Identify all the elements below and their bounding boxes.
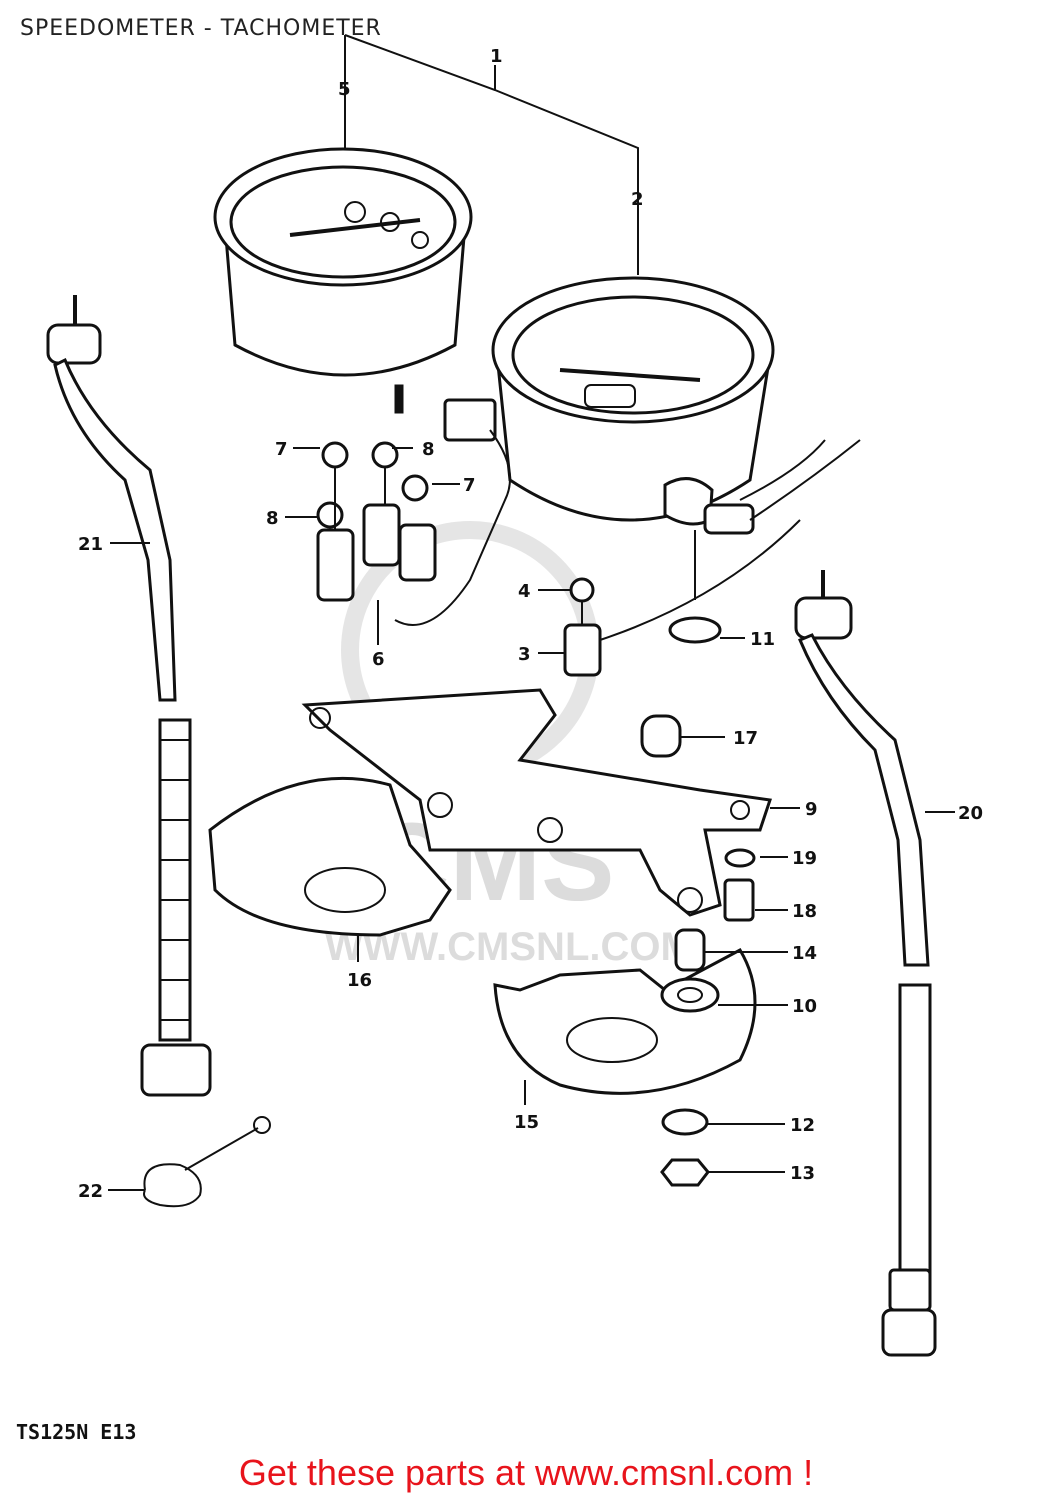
callout-20: 20 <box>958 803 983 824</box>
callout-21: 21 <box>78 534 103 555</box>
plate-15 <box>493 948 757 1095</box>
callout-18: 18 <box>792 901 817 922</box>
callout-2: 2 <box>631 189 644 210</box>
cable-20 <box>794 570 937 1357</box>
callout-10: 10 <box>792 996 817 1017</box>
callout-4: 4 <box>518 581 531 602</box>
callout-1: 1 <box>490 46 503 67</box>
bulb-sockets <box>316 441 437 602</box>
page-title: SPEEDOMETER - TACHOMETER <box>20 16 382 41</box>
callout-15: 15 <box>514 1112 539 1133</box>
bolt-18 <box>723 878 755 922</box>
washer-12 <box>661 1108 709 1136</box>
nut-13 <box>660 1158 710 1187</box>
callout-5: 5 <box>338 79 351 100</box>
callout-16: 16 <box>347 970 372 991</box>
spacer-14 <box>674 928 706 972</box>
callout-7a: 7 <box>275 439 288 460</box>
callout-14: 14 <box>792 943 817 964</box>
clip-22 <box>143 1127 259 1208</box>
callout-labels: 1 2 3 4 5 6 7 7 8 8 9 10 11 12 13 14 15 … <box>78 46 983 1202</box>
cable-21 <box>46 295 212 1097</box>
tachometer <box>213 147 473 414</box>
bracket-9 <box>301 688 772 917</box>
callout-22: 22 <box>78 1181 103 1202</box>
callout-6: 6 <box>372 649 385 670</box>
callout-12: 12 <box>790 1115 815 1136</box>
speedometer <box>394 276 861 626</box>
grommet-10 <box>660 977 720 1013</box>
washer-19 <box>724 848 756 868</box>
cta-link[interactable]: Get these parts at www.cmsnl.com ! <box>238 1452 814 1493</box>
callout-17: 17 <box>733 728 758 749</box>
cushion-17 <box>640 714 682 758</box>
callout-8b: 8 <box>266 508 279 529</box>
model-code: TS125N E13 <box>16 1420 137 1444</box>
socket-3-4 <box>563 519 801 677</box>
callout-9: 9 <box>805 799 818 820</box>
callout-3: 3 <box>518 644 531 665</box>
grommet-11 <box>668 616 722 644</box>
callout-13: 13 <box>790 1163 815 1184</box>
leader-lines <box>108 447 955 1191</box>
callout-11: 11 <box>750 629 775 650</box>
callout-7b: 7 <box>463 475 476 496</box>
plate-16 <box>208 776 452 937</box>
callout-19: 19 <box>792 848 817 869</box>
callout-8a: 8 <box>422 439 435 460</box>
assembly-bracket <box>344 34 639 275</box>
